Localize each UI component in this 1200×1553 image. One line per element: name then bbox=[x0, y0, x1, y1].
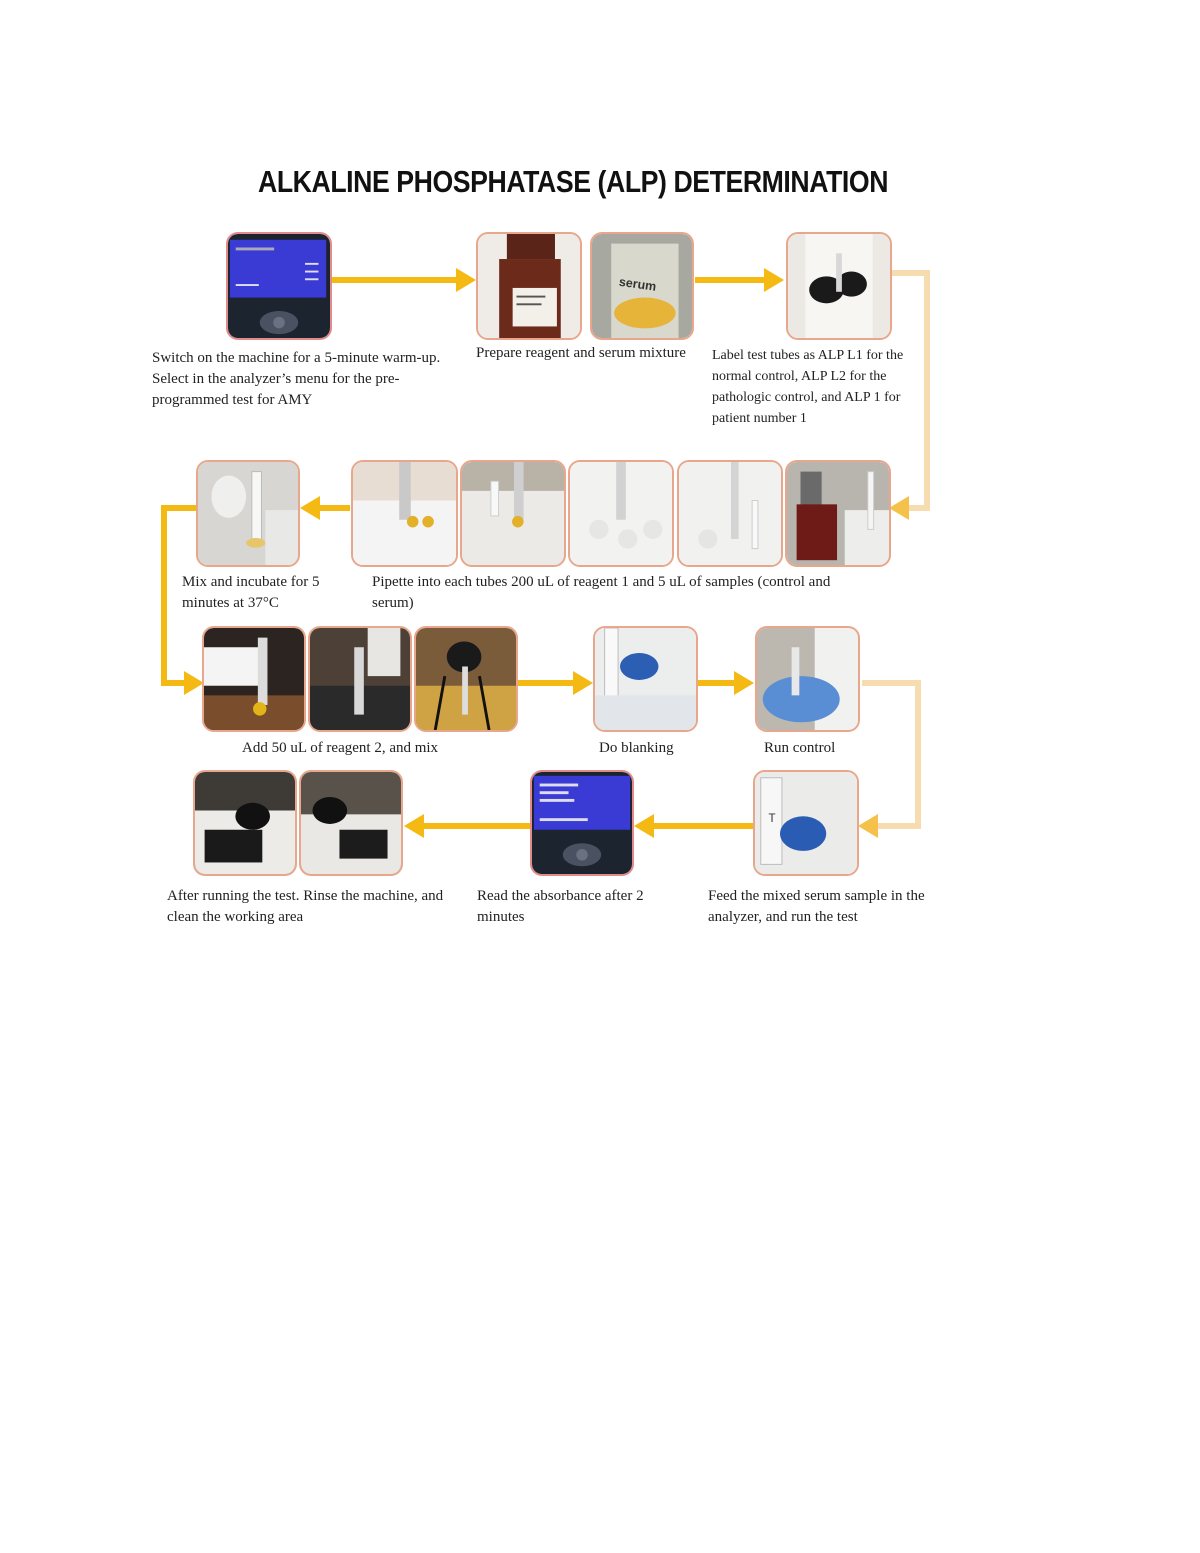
step-4-caption: Pipette into each tubes 200 uL of reagen… bbox=[372, 574, 831, 611]
arrow-step8-to-step9 bbox=[862, 680, 921, 829]
feed-sample-photo: T bbox=[753, 770, 859, 876]
pipette-photo-5 bbox=[785, 460, 891, 567]
step-3-caption: Label test tubes as ALP L1 for the norma… bbox=[712, 348, 904, 426]
step-6-caption: Add 50 uL of reagent 2, and mix bbox=[242, 740, 439, 756]
blanking-photo bbox=[593, 626, 698, 732]
reagent2-photo-3 bbox=[414, 626, 518, 732]
pipette-photo-1 bbox=[351, 460, 458, 567]
pipette-photo-2 bbox=[460, 460, 566, 567]
step-5-caption: Mix and incubate for 5 minutes at 37°C bbox=[182, 574, 320, 611]
serum-tube-label: serum bbox=[618, 275, 657, 294]
absorbance-screen-photo bbox=[530, 770, 634, 876]
reagent2-photo-2 bbox=[308, 626, 412, 732]
rinse-photo-1 bbox=[193, 770, 297, 876]
pipette-photo-3 bbox=[568, 460, 674, 567]
reagent2-photo-1 bbox=[202, 626, 306, 732]
step-9-caption: Feed the mixed serum sample in the analy… bbox=[708, 888, 925, 925]
step-7-caption: Do blanking bbox=[599, 740, 674, 756]
serum-tube-photo: serum bbox=[590, 232, 694, 340]
incubate-photo bbox=[196, 460, 300, 567]
step-8-caption: Run control bbox=[764, 740, 836, 756]
pipette-photo-4 bbox=[677, 460, 783, 567]
arrow-step5-to-step6 bbox=[161, 505, 196, 686]
step-2-caption: Prepare reagent and serum mixture bbox=[476, 345, 686, 361]
step-10-caption: Read the absorbance after 2 minutes bbox=[477, 888, 644, 925]
reagent-bottle-photo bbox=[476, 232, 582, 340]
step-11-caption: After running the test. Rinse the machin… bbox=[167, 888, 444, 925]
rinse-photo-2 bbox=[299, 770, 403, 876]
labeling-tubes-photo bbox=[786, 232, 892, 340]
analyzer-screen-photo bbox=[226, 232, 332, 340]
svg-text:T: T bbox=[768, 813, 775, 825]
step-1-caption: Switch on the machine for a 5-minute war… bbox=[152, 350, 441, 408]
run-control-photo bbox=[755, 626, 860, 732]
arrow-step3-to-step4 bbox=[892, 270, 930, 511]
